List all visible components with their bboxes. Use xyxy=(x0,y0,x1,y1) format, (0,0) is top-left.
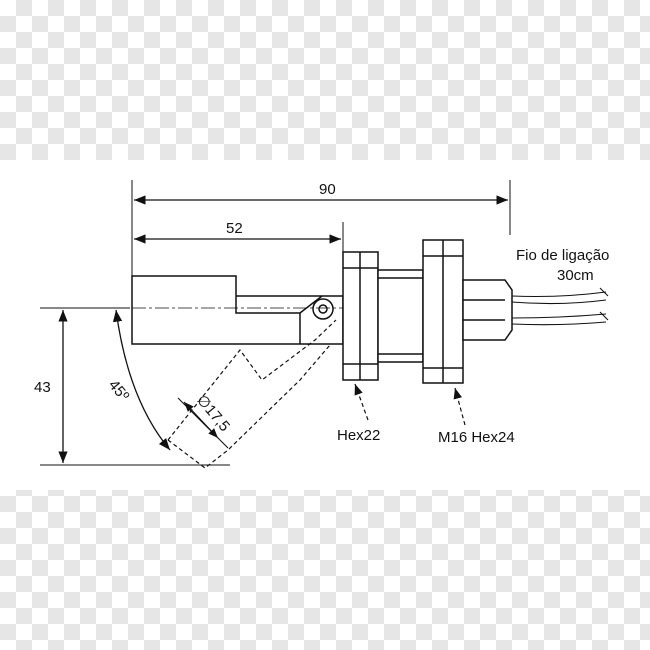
threaded-body xyxy=(377,269,424,363)
m16-hex24-label: M16 Hex24 xyxy=(438,429,515,446)
wire-length-label: 30cm xyxy=(557,267,594,284)
connection-wires xyxy=(511,287,609,326)
height-label: 43 xyxy=(34,379,51,396)
float-tilted-position xyxy=(167,319,337,469)
angle-arc xyxy=(112,309,171,451)
m16-hex24-nut xyxy=(422,239,464,384)
overall-length-label: 90 xyxy=(319,181,336,198)
angle-label: 45º xyxy=(105,377,133,405)
diameter-label: ∅17,5 xyxy=(193,392,233,435)
float-body xyxy=(131,275,344,345)
hex22-label: Hex22 xyxy=(337,427,380,444)
cable-gland xyxy=(462,279,513,341)
dimension-lines xyxy=(58,195,508,463)
callout-arrows xyxy=(354,383,466,426)
extension-lines xyxy=(40,180,511,466)
hex22-nut xyxy=(342,251,379,381)
float-length-label: 52 xyxy=(226,220,243,237)
diameter-dimension xyxy=(177,397,229,449)
wire-label: Fio de ligação xyxy=(516,247,609,264)
